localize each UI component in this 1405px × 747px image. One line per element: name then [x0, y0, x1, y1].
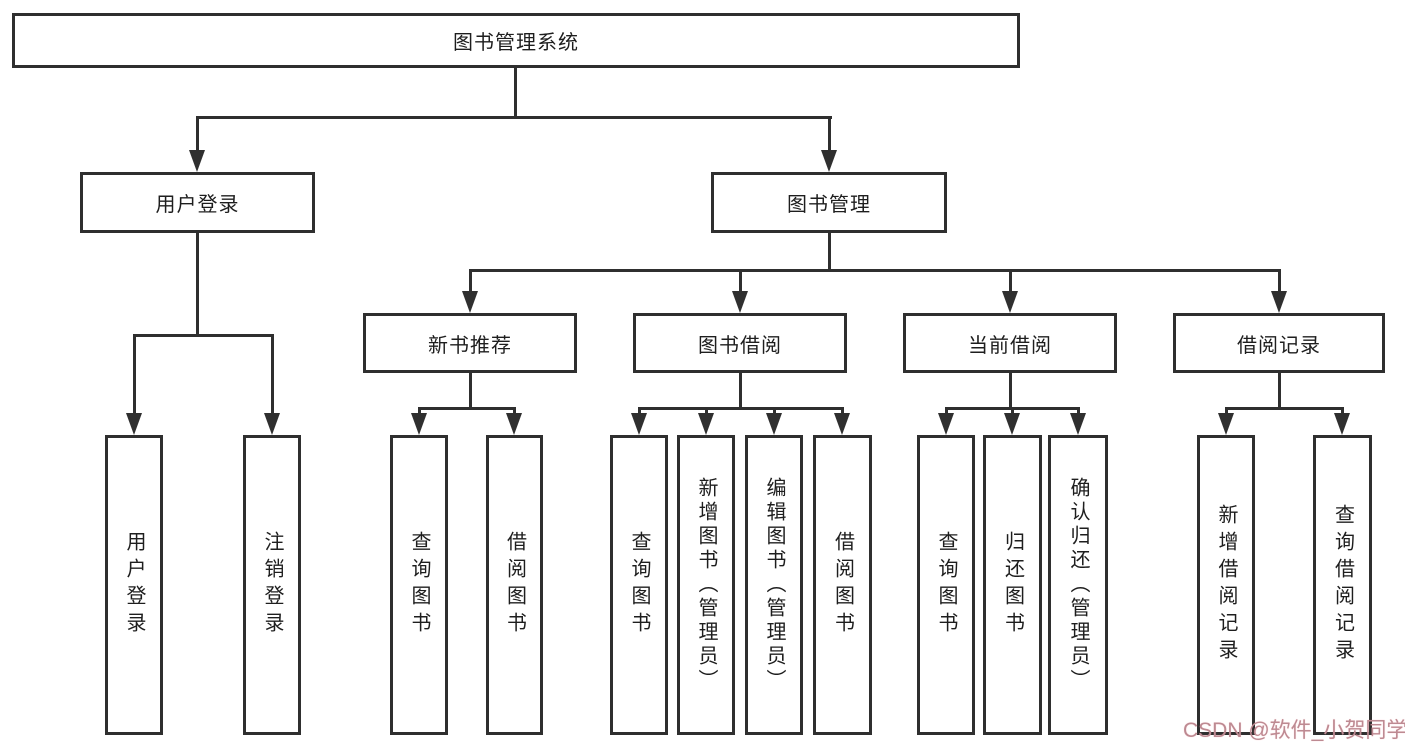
node-book-borrow-label: 图书借阅 — [698, 334, 782, 357]
connector-line — [1278, 373, 1281, 409]
leaf-rec-query-book-label: 查询图书 — [408, 531, 430, 639]
connector-line — [1225, 407, 1228, 417]
arrow-down-icon — [834, 413, 850, 435]
leaf-bb-add-book-label: 新增图书（管理员） — [695, 477, 717, 693]
arrow-down-icon — [1002, 291, 1018, 313]
leaf-bb-borrow-book: 借阅图书 — [813, 435, 872, 735]
connector-line — [945, 407, 948, 417]
leaf-br-add-record: 新增借阅记录 — [1197, 435, 1255, 735]
arrow-down-icon — [506, 413, 522, 435]
leaf-cb-query-book: 查询图书 — [917, 435, 975, 735]
arrow-down-icon — [1218, 413, 1234, 435]
watermark: CSDN @软件_小贺同学 — [1183, 719, 1405, 742]
leaf-rec-borrow-book: 借阅图书 — [486, 435, 543, 735]
connector-line — [1009, 269, 1012, 293]
arrow-down-icon — [1004, 413, 1020, 435]
leaf-bb-edit-book: 编辑图书（管理员） — [745, 435, 803, 735]
connector-line — [1077, 407, 1080, 417]
node-new-book-rec-label: 新书推荐 — [428, 334, 512, 357]
leaf-rec-query-book: 查询图书 — [390, 435, 448, 735]
node-root-label: 图书管理系统 — [453, 32, 579, 54]
leaf-cb-confirm-return-label: 确认归还（管理员） — [1067, 477, 1089, 693]
arrow-down-icon — [821, 150, 837, 172]
leaf-bb-query-book: 查询图书 — [610, 435, 668, 735]
arrow-down-icon — [938, 413, 954, 435]
connector-line — [418, 407, 421, 417]
connector-line — [469, 269, 472, 293]
arrow-down-icon — [1271, 291, 1287, 313]
leaf-bb-edit-book-label: 编辑图书（管理员） — [763, 477, 785, 693]
arrow-down-icon — [126, 413, 142, 435]
node-book-borrow: 图书借阅 — [633, 313, 847, 373]
connector-line — [514, 68, 517, 117]
leaf-br-query-record: 查询借阅记录 — [1313, 435, 1372, 735]
arrow-down-icon — [1334, 413, 1350, 435]
connector-line — [133, 334, 274, 337]
node-user-login: 用户登录 — [80, 172, 315, 233]
node-current-borrow-label: 当前借阅 — [968, 334, 1052, 357]
connector-line — [1278, 269, 1281, 293]
leaf-bb-add-book: 新增图书（管理员） — [677, 435, 735, 735]
connector-line — [469, 269, 1281, 272]
connector-line — [638, 407, 641, 417]
leaf-cb-return-book-label: 归还图书 — [1001, 531, 1024, 639]
arrow-down-icon — [631, 413, 647, 435]
connector-line — [1225, 407, 1344, 410]
arrow-down-icon — [189, 150, 205, 172]
connector-line — [196, 116, 199, 154]
connector-line — [1009, 373, 1012, 409]
leaf-bb-borrow-book-label: 借阅图书 — [831, 531, 854, 639]
leaf-logout-label: 注销登录 — [261, 531, 283, 639]
node-book-mgmt-label: 图书管理 — [787, 194, 871, 216]
connector-line — [469, 373, 472, 409]
connector-line — [841, 407, 844, 417]
arrow-down-icon — [698, 413, 714, 435]
connector-line — [1341, 407, 1344, 417]
node-new-book-rec: 新书推荐 — [363, 313, 577, 373]
connector-line — [513, 407, 516, 417]
connector-line — [828, 116, 831, 154]
connector-line — [638, 407, 844, 410]
node-borrow-records-label: 借阅记录 — [1237, 334, 1321, 357]
leaf-cb-return-book: 归还图书 — [983, 435, 1042, 735]
arrow-down-icon — [411, 413, 427, 435]
node-root: 图书管理系统 — [12, 13, 1020, 68]
leaf-user-login-label: 用户登录 — [123, 531, 145, 639]
leaf-br-add-record-label: 新增借阅记录 — [1215, 504, 1237, 666]
connector-line — [739, 269, 742, 293]
arrow-down-icon — [732, 291, 748, 313]
connector-line — [739, 373, 742, 409]
leaf-user-login: 用户登录 — [105, 435, 163, 735]
connector-line — [1011, 407, 1014, 417]
leaf-rec-borrow-book-label: 借阅图书 — [503, 531, 526, 639]
connector-line — [196, 116, 832, 119]
arrow-down-icon — [766, 413, 782, 435]
leaf-cb-confirm-return: 确认归还（管理员） — [1048, 435, 1108, 735]
node-user-login-label: 用户登录 — [155, 194, 240, 216]
arrow-down-icon — [462, 291, 478, 313]
node-book-mgmt: 图书管理 — [711, 172, 947, 233]
connector-line — [418, 407, 516, 410]
connector-line — [828, 233, 831, 271]
connector-line — [773, 407, 776, 417]
connector-line — [133, 334, 136, 416]
leaf-bb-query-book-label: 查询图书 — [628, 531, 650, 639]
node-current-borrow: 当前借阅 — [903, 313, 1117, 373]
connector-line — [705, 407, 708, 417]
connector-line — [196, 233, 199, 336]
arrow-down-icon — [264, 413, 280, 435]
leaf-logout: 注销登录 — [243, 435, 301, 735]
arrow-down-icon — [1070, 413, 1086, 435]
leaf-br-query-record-label: 查询借阅记录 — [1331, 504, 1354, 666]
node-borrow-records: 借阅记录 — [1173, 313, 1385, 373]
leaf-cb-query-book-label: 查询图书 — [935, 531, 957, 639]
connector-line — [271, 334, 274, 416]
